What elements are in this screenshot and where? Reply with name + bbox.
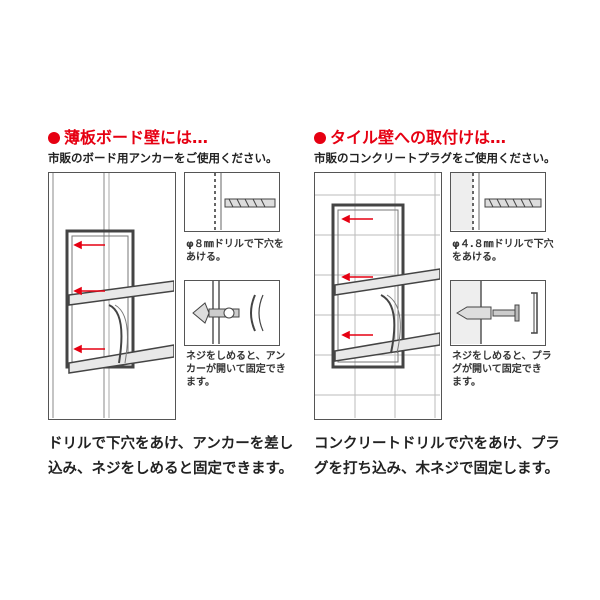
right-step1-note: φ４.８㎜ドリルで下穴 をあける。: [452, 239, 554, 263]
right-subline: 市販のコンクリートプラグをご使用ください。: [314, 151, 556, 165]
left-subline: 市販のボード用アンカーをご使用ください。: [48, 151, 278, 165]
left-wall-illustration: [48, 172, 176, 420]
right-plug-illustration: [450, 280, 546, 346]
anchor-icon: [192, 302, 240, 324]
arrow-icon: [341, 214, 373, 340]
right-heading: タイル壁への取付けは…: [314, 124, 506, 148]
arrow-icon: [73, 240, 105, 354]
left-step2-note: ネジをしめると、アン カーが開いて固定でき ます。: [186, 351, 286, 388]
drill-bit-icon: [214, 173, 276, 230]
right-drill-illustration: [450, 172, 546, 232]
left-heading: 薄板ボード壁には…: [48, 124, 208, 148]
right-heading-text: タイル壁への取付けは…: [330, 128, 507, 147]
drill-bit-icon: [451, 173, 542, 230]
left-caption: ドリルで下穴をあけ、アンカーを差し 込み、ネジをしめると固定できます。: [48, 436, 294, 477]
screw-icon: [492, 304, 520, 322]
right-step2-note: ネジをしめると、プラ グが開いて固定でき ます。: [452, 351, 552, 388]
left-step1-note: φ８㎜ドリルで下穴を あける。: [186, 239, 284, 263]
bullet-icon: [48, 132, 60, 144]
right-caption: コンクリートドリルで穴をあけ、プラ グを打ち込み、木ネジで固定します。: [314, 436, 560, 477]
left-drill-illustration: [184, 172, 280, 232]
left-anchor-illustration: [184, 280, 280, 346]
left-heading-text: 薄板ボード壁には…: [64, 128, 209, 147]
bullet-icon: [314, 132, 326, 144]
right-wall-illustration: [314, 172, 442, 420]
plug-icon: [456, 306, 492, 320]
